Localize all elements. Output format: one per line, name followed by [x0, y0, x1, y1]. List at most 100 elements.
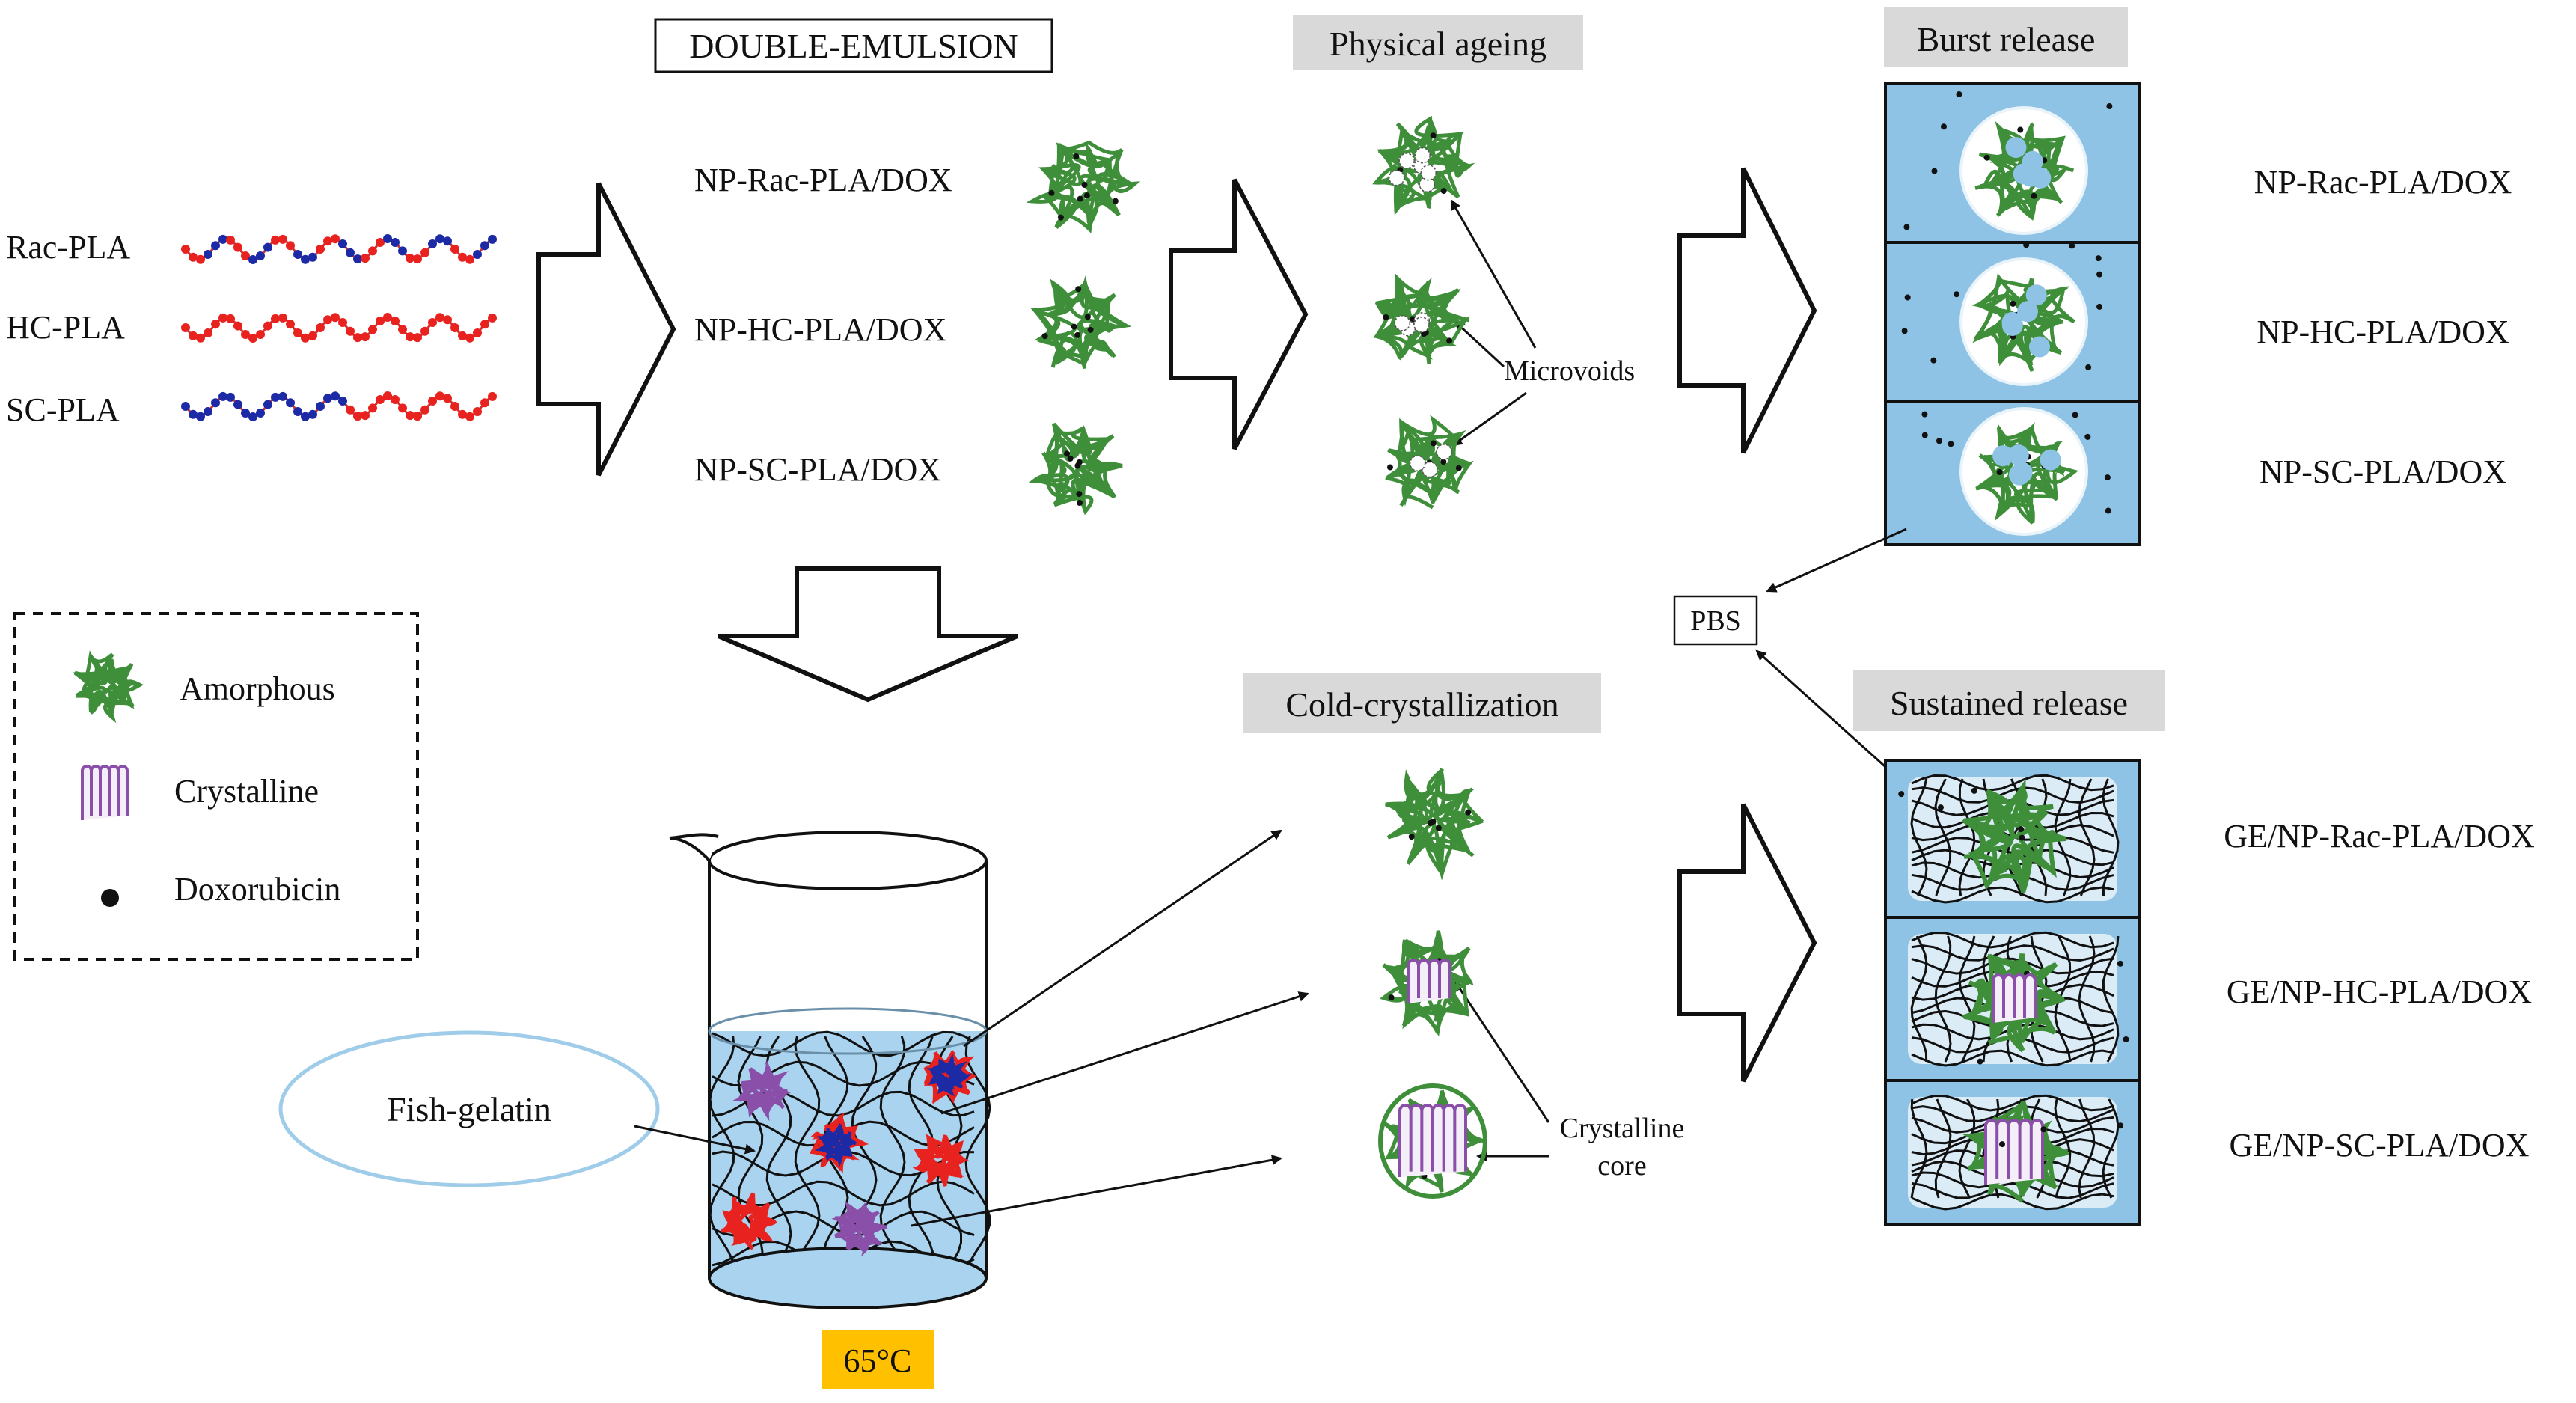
mesh-strand — [822, 1036, 849, 1289]
gel-strand — [2078, 935, 2096, 1063]
mesh-strand — [737, 1036, 764, 1289]
drug-dot — [2018, 826, 2025, 833]
released-drug-dot — [1921, 432, 1928, 438]
drug-dot — [1076, 491, 1083, 498]
monomer — [338, 318, 347, 327]
rac-pla-label: Rac-PLA — [6, 229, 130, 266]
sustained-sc-core — [1984, 1119, 2044, 1185]
released-drug-dot — [1954, 291, 1960, 298]
monomer — [420, 248, 429, 257]
mesh-strand — [709, 1036, 735, 1289]
release-pore — [2005, 137, 2027, 159]
sustained-release-header-bg — [1853, 670, 2165, 731]
released-drug-dot — [2096, 303, 2103, 310]
released-drug-dot — [2069, 242, 2075, 249]
monomer — [256, 408, 265, 418]
monomer — [391, 238, 400, 248]
drug-dot — [1435, 825, 1442, 831]
monomer — [450, 323, 459, 332]
aged-np-rac-glyph — [1372, 115, 1475, 216]
monomer — [398, 325, 407, 334]
coil-strand — [1386, 421, 1474, 507]
monomer — [248, 334, 257, 343]
monomer — [398, 246, 407, 256]
mesh-strand — [712, 1030, 975, 1057]
coil-strand — [819, 1122, 853, 1167]
legend-amorphous-icon — [73, 650, 144, 724]
released-drug-dot — [1977, 1058, 1983, 1065]
monomer — [480, 398, 489, 408]
monomer — [443, 315, 452, 325]
released-drug-dot — [1931, 168, 1938, 174]
gel-strand — [1910, 778, 1928, 896]
physical-ageing-title: Physical ageing — [1330, 25, 1546, 63]
polymer-chains: Rac-PLA HC-PLA SC-PLA — [6, 229, 497, 428]
released-drug-dot — [1903, 224, 1910, 230]
pbs-arrow-top — [1766, 528, 1907, 593]
monomer — [241, 329, 250, 339]
microvoid — [1398, 153, 1415, 169]
gel-strand — [2102, 1098, 2120, 1199]
microvoid — [1394, 315, 1411, 331]
drug-dot — [1440, 188, 1447, 195]
released-drug-dot — [2117, 960, 2123, 967]
drug-dot — [1455, 465, 1462, 471]
fish-gelatin-ellipse — [278, 1030, 660, 1187]
drug-dot — [2010, 300, 2016, 307]
monomer — [450, 245, 459, 254]
drug-dot — [1076, 500, 1083, 507]
coil-strand — [738, 1060, 792, 1122]
monomer — [353, 412, 362, 421]
gel-strand — [2030, 935, 2048, 1063]
aged-np-hc-glyph — [1372, 273, 1470, 364]
cc-sc-core — [1398, 1104, 1467, 1177]
sustained-gel-content — [1898, 774, 2129, 1211]
hc-pla-label: HC-PLA — [6, 309, 125, 346]
drug-dot — [1440, 459, 1447, 465]
release-pore — [2022, 150, 2043, 172]
monomer — [293, 407, 302, 416]
monomer — [308, 331, 317, 340]
monomer — [368, 246, 377, 256]
gel-strand — [1911, 931, 2114, 949]
microvoid-arrow-3 — [1451, 391, 1527, 447]
drug-dot — [1386, 464, 1393, 471]
monomer — [428, 397, 437, 406]
monomer — [181, 323, 190, 332]
monomer — [361, 254, 370, 263]
monomer — [233, 321, 242, 331]
drug-dot — [1084, 314, 1091, 320]
pbs-label: PBS — [1690, 605, 1741, 637]
gel-strand — [1911, 1049, 2114, 1067]
coil-strand — [839, 1205, 887, 1251]
beaker-np-blue-core — [815, 1122, 857, 1167]
drug-dot — [1408, 834, 1415, 840]
legend-crystalline-label: Crystalline — [174, 773, 319, 810]
release-pore — [2016, 301, 2038, 323]
beaker-np-purple — [831, 1201, 889, 1257]
coil-strand — [73, 658, 144, 712]
beaker-arrow-sc — [911, 1155, 1282, 1227]
nanoparticle-glyphs — [73, 91, 2113, 1199]
temperature-label: 65°C — [844, 1342, 912, 1379]
monomer — [218, 313, 227, 323]
monomer — [286, 320, 295, 329]
fish-gelatin-arrow — [634, 1125, 756, 1155]
pbs-box — [1673, 595, 1758, 646]
released-drug-dot — [2096, 271, 2103, 278]
temperature-badge — [822, 1330, 934, 1389]
monomer — [286, 241, 295, 251]
monomer — [376, 395, 385, 405]
monomer — [271, 235, 280, 245]
np-sc-label: NP-SC-PLA/DOX — [694, 451, 941, 488]
beaker-arrow-hc — [940, 991, 1309, 1115]
microvoid — [1409, 455, 1426, 471]
beaker-rim — [708, 831, 988, 890]
np-hc-glyph — [1030, 275, 1132, 370]
monomer — [450, 402, 459, 411]
monomer — [361, 332, 370, 342]
drug-dot — [1996, 468, 2003, 475]
monomer — [256, 251, 265, 260]
released-drug-dot — [1921, 411, 1928, 418]
